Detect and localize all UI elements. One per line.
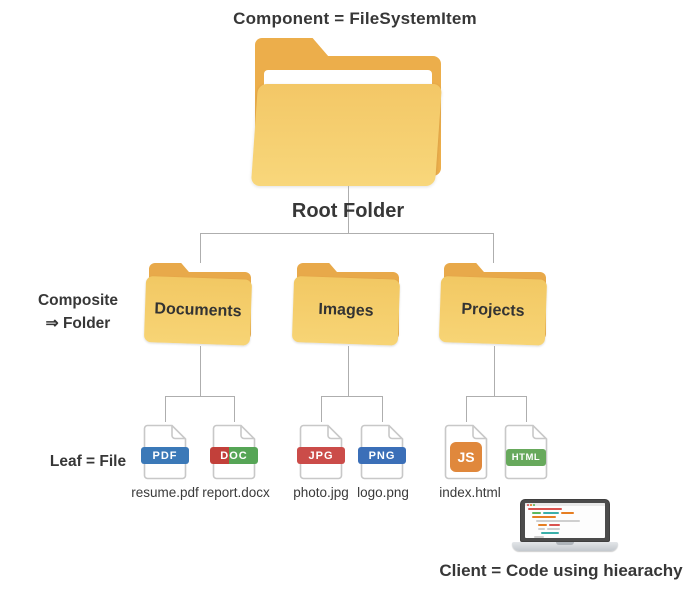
- laptop-code-icon: [512, 499, 618, 555]
- connector-projects-stub: [493, 233, 494, 263]
- png-badge: PNG: [358, 447, 406, 464]
- folder-icon-images: Images: [291, 263, 404, 346]
- connector-root-vertical: [348, 186, 349, 234]
- doc-badge: DOC: [210, 447, 258, 464]
- folder-icon-projects: Projects: [438, 263, 551, 346]
- connector-js-stub: [466, 396, 467, 422]
- composite-annotation: Composite ⇒ Folder: [18, 289, 138, 336]
- laptop-notch: [556, 542, 574, 545]
- connector-level1-horizontal: [200, 233, 494, 234]
- connector-images-down: [348, 346, 349, 396]
- laptop-window-chrome: [525, 503, 605, 506]
- open-folder-front: [250, 84, 442, 186]
- leaf-annotation: Leaf = File: [49, 453, 127, 470]
- connector-png-stub: [382, 396, 383, 422]
- laptop-screen-content: [525, 503, 605, 538]
- connector-projects-down: [494, 346, 495, 396]
- component-annotation: Component = FileSystemItem: [233, 9, 477, 28]
- client-annotation: Client = Code using hiearachy: [439, 561, 683, 580]
- file-label-logo: logo.png: [357, 485, 409, 500]
- js-badge: JS: [450, 442, 482, 472]
- folder-label-images: Images: [318, 300, 374, 320]
- pdf-badge: PDF: [141, 447, 189, 464]
- connector-doc-stub: [234, 396, 235, 422]
- file-label-resume: resume.pdf: [131, 485, 199, 500]
- html-badge: HTML: [506, 449, 546, 466]
- file-page-icon-jpg: JPG: [297, 424, 345, 480]
- open-folder-icon: [250, 38, 448, 186]
- composite-annotation-line1: Composite: [37, 292, 119, 309]
- connector-documents-stub: [200, 233, 201, 263]
- file-page-icon-html: HTML: [504, 424, 548, 480]
- folder-front: Documents: [143, 276, 253, 346]
- laptop-base: [512, 542, 618, 551]
- connector-images-horizontal: [321, 396, 382, 397]
- connector-projects-horizontal: [466, 396, 526, 397]
- file-page-icon-js: JS: [444, 424, 488, 480]
- composite-annotation-line2: ⇒ Folder: [45, 315, 111, 333]
- file-page-icon-pdf: PDF: [141, 424, 189, 480]
- connector-documents-down: [200, 346, 201, 396]
- folder-label-documents: Documents: [154, 300, 242, 321]
- connector-documents-horizontal: [165, 396, 235, 397]
- file-page-icon-png: PNG: [358, 424, 406, 480]
- jpg-badge: JPG: [297, 447, 345, 464]
- laptop-screen: [520, 499, 610, 542]
- file-page-icon-doc: DOC: [210, 424, 258, 480]
- file-label-photo: photo.jpg: [293, 485, 349, 500]
- connector-pdf-stub: [165, 396, 166, 422]
- folder-icon-documents: Documents: [143, 263, 256, 346]
- file-label-index: index.html: [439, 485, 501, 500]
- connector-html-stub: [526, 396, 527, 422]
- folder-label-projects: Projects: [461, 300, 525, 320]
- file-label-report: report.docx: [202, 485, 270, 500]
- folder-front: Images: [291, 276, 401, 346]
- folder-front: Projects: [438, 276, 548, 346]
- root-folder-label: Root Folder: [291, 200, 405, 222]
- connector-jpg-stub: [321, 396, 322, 422]
